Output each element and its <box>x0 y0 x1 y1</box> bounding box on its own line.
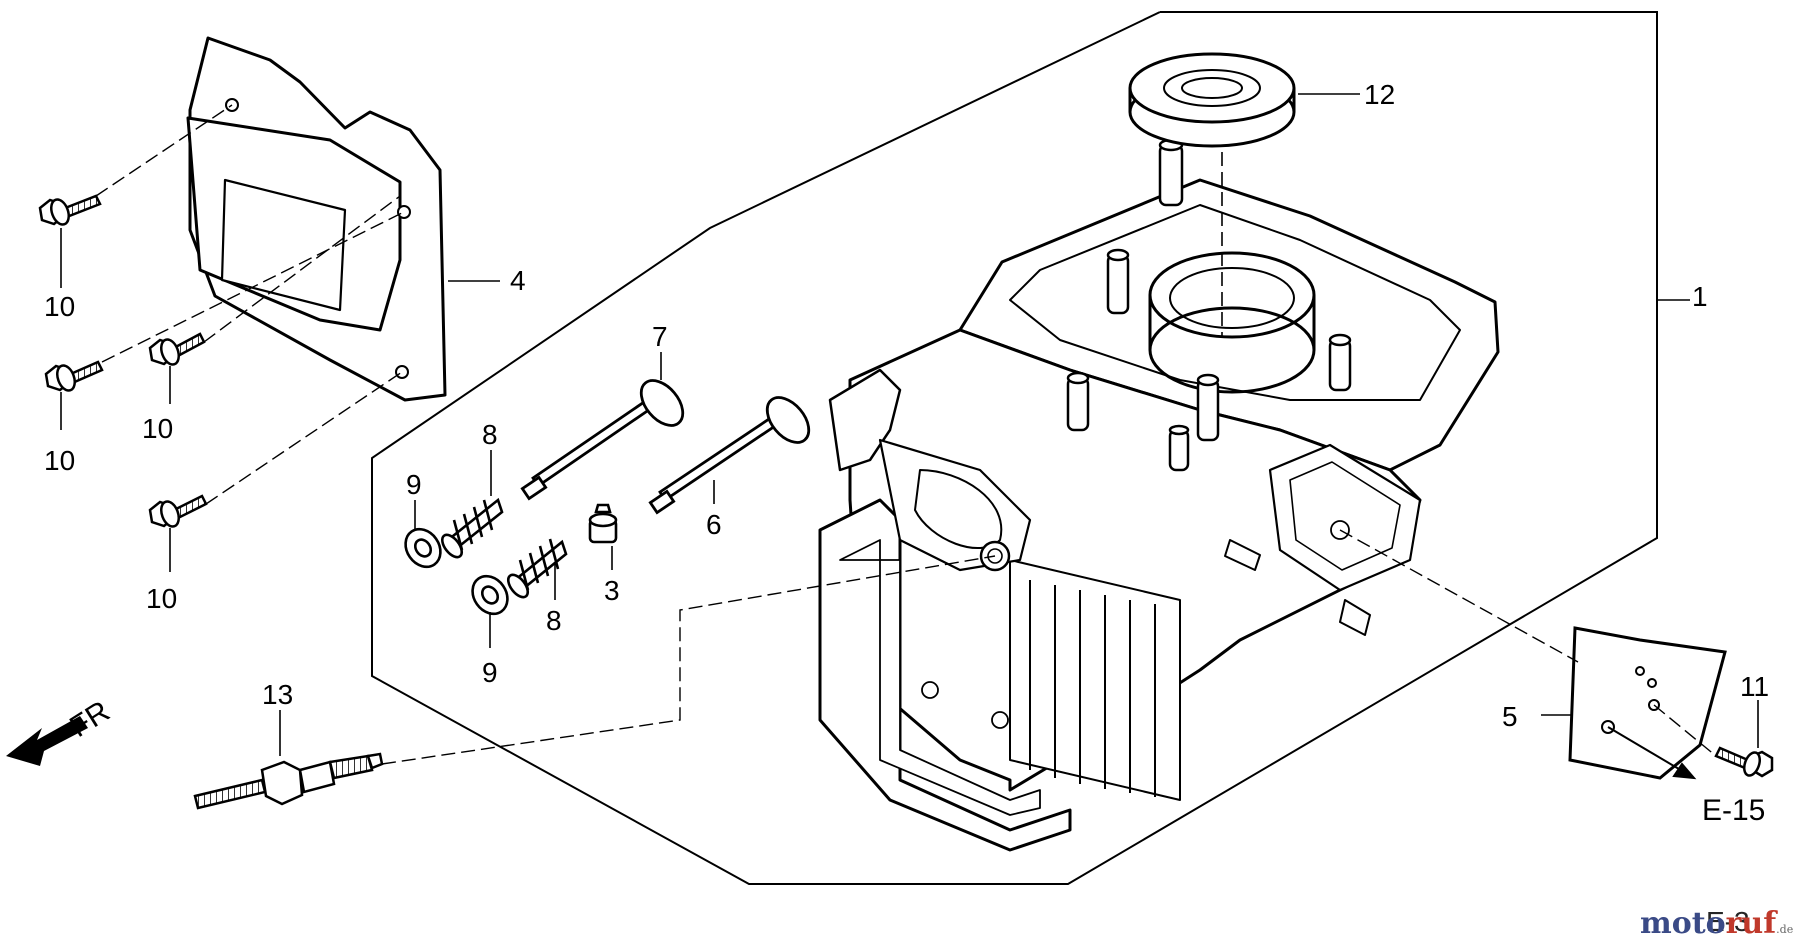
callout-10-a: 10 <box>44 291 75 322</box>
callout-6: 6 <box>706 509 722 540</box>
spring-retainer-lower <box>471 574 509 616</box>
callout-10-c: 10 <box>142 413 173 444</box>
page-number: E-3 <box>1706 906 1750 937</box>
stem-seal <box>588 503 618 544</box>
assembly-outline <box>371 11 1658 885</box>
callout-labels: 1 12 4 10 10 10 10 7 8 9 6 3 8 9 13 5 11… <box>44 79 1769 827</box>
bolt-11 <box>1714 746 1774 778</box>
callout-11: 11 <box>1740 671 1769 702</box>
callout-9-a: 9 <box>406 469 422 500</box>
callout-9-b: 9 <box>482 657 498 688</box>
intake-valve <box>520 379 685 501</box>
head-cover <box>186 36 447 402</box>
spark-plug <box>193 752 384 810</box>
callout-1: 1 <box>1692 281 1708 312</box>
bolt-10-a <box>38 194 102 226</box>
callout-13: 13 <box>262 679 293 710</box>
bolt-10-c <box>148 332 206 366</box>
bolt-10-b <box>44 360 104 392</box>
callout-3: 3 <box>604 575 620 606</box>
spring-retainer-upper <box>404 527 442 569</box>
callout-8-b: 8 <box>546 605 562 636</box>
dashed-alignment-lines <box>95 104 1717 765</box>
front-direction-label: FR <box>64 695 115 744</box>
callout-8-a: 8 <box>482 419 498 450</box>
leader-lines <box>60 93 1759 756</box>
callout-10-d: 10 <box>146 583 177 614</box>
cylinder-block <box>818 138 1500 852</box>
front-direction-arrow <box>6 716 88 766</box>
callout-7: 7 <box>652 321 668 352</box>
exhaust-valve <box>648 396 811 515</box>
reference-label-e15: E-15 <box>1702 794 1765 827</box>
callout-12: 12 <box>1364 79 1395 110</box>
reference-arrow <box>1607 726 1697 780</box>
callout-4: 4 <box>510 265 526 296</box>
bolt-10-d <box>148 494 208 528</box>
valve-spring-lower <box>506 538 568 599</box>
watermark-logo: motoruf.de <box>1640 906 1794 941</box>
valve-spring-upper <box>440 497 504 559</box>
oil-seal <box>1128 52 1296 148</box>
callout-10-b: 10 <box>44 445 75 476</box>
callout-5: 5 <box>1502 701 1518 732</box>
side-plate <box>1568 626 1727 780</box>
